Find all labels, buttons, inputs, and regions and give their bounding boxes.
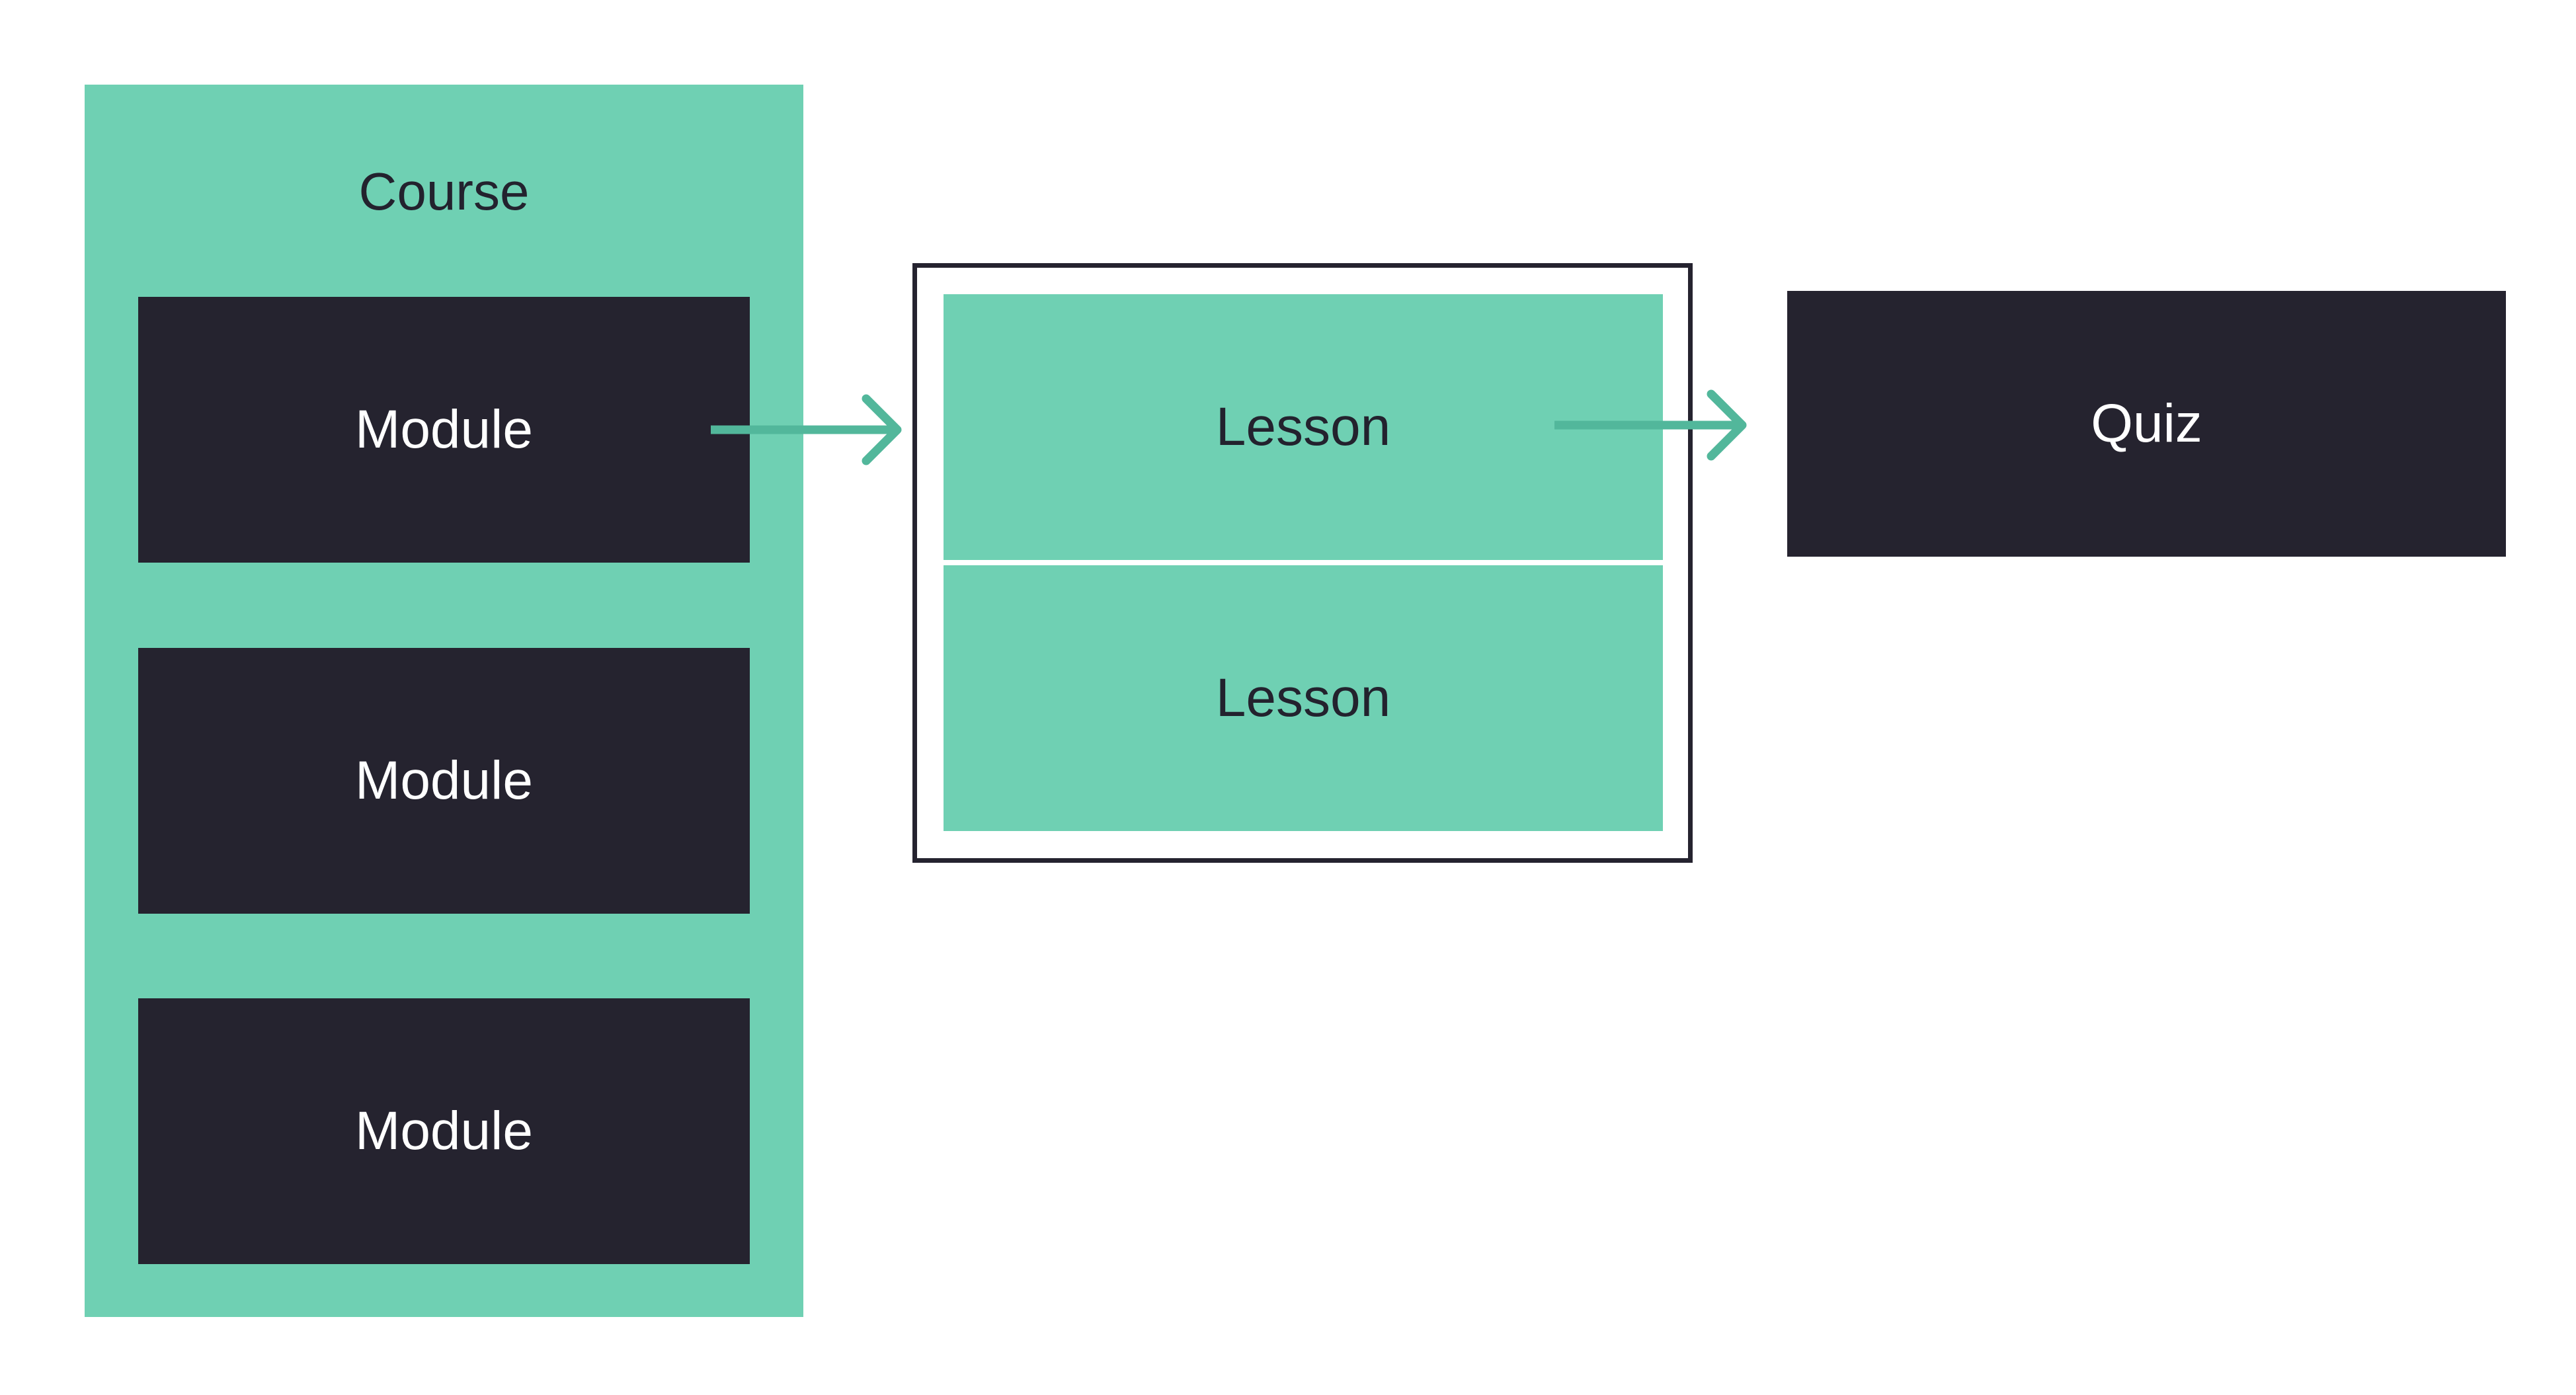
module-box-3[interactable]: Module (138, 998, 750, 1264)
module-label: Module (355, 1101, 533, 1161)
module-box-1[interactable]: Module (138, 297, 750, 563)
module-label: Module (355, 399, 533, 459)
lesson-label: Lesson (1215, 668, 1391, 728)
quiz-box[interactable]: Quiz (1787, 291, 2506, 557)
lesson-box-2[interactable]: Lesson (944, 565, 1663, 831)
module-label: Module (355, 750, 533, 811)
lesson-box-1[interactable]: Lesson (944, 294, 1663, 560)
course-title: Course (358, 162, 530, 221)
module-box-2[interactable]: Module (138, 648, 750, 914)
lesson-label: Lesson (1215, 397, 1391, 457)
quiz-label: Quiz (2091, 393, 2202, 454)
